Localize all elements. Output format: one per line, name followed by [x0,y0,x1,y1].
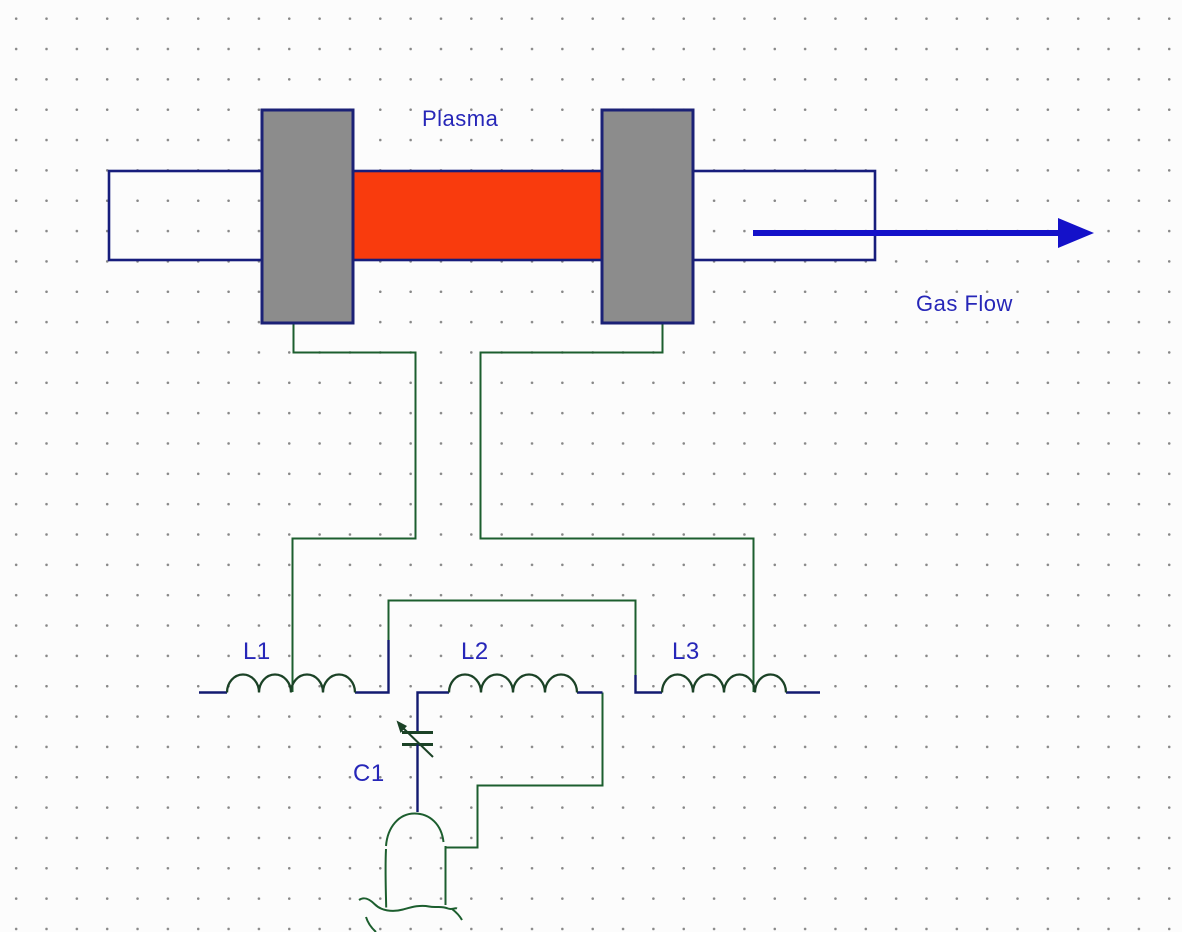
plasma-label[interactable]: Plasma [422,106,499,131]
inductor-l2-ref-label[interactable]: L2 [461,638,489,665]
rf-source[interactable] [358,812,463,932]
capacitor-c1[interactable] [396,720,434,813]
rf-source-dome [385,812,445,847]
wire-l2-to-source[interactable] [446,692,604,849]
inductor-l2-pins [416,691,603,734]
rf-source-bottom-squiggle [358,897,458,912]
inductor-l3-pins [634,675,820,694]
wire-l1-to-l3-bridge[interactable] [387,599,637,677]
gas-flow-label[interactable]: Gas Flow [916,291,1013,316]
gas-flow-arrow-icon [753,218,1094,248]
gas-flow-arrow-head [1058,218,1094,248]
gas-tube[interactable] [107,169,877,262]
inductor-l1[interactable] [199,640,390,694]
inductor-l3[interactable] [634,673,821,694]
plasma-region[interactable] [353,172,602,259]
capacitor-c1-adjust-arrow [399,724,434,758]
inductor-l1-coil [225,673,357,693]
capacitor-c1-arrowhead-icon [396,720,407,733]
rf-source-tail-stroke [451,908,463,921]
inductor-l3-ref-label[interactable]: L3 [672,638,700,665]
capacitor-c1-ref-label[interactable]: C1 [353,760,385,787]
inductor-l3-coil [660,673,788,693]
rf-source-edge-stroke [365,916,377,932]
electrode-right[interactable] [600,108,695,325]
wire-right-electrode-to-l3[interactable] [479,322,755,692]
inductor-l2-coil [447,673,579,693]
electrode-left[interactable] [260,108,355,325]
wire-left-electrode-to-l1[interactable] [291,322,417,692]
inductor-l2[interactable] [416,673,603,735]
inductor-l1-ref-label[interactable]: L1 [243,638,271,665]
inductor-l1-pins [199,640,390,694]
rf-source-left-side [384,848,388,908]
